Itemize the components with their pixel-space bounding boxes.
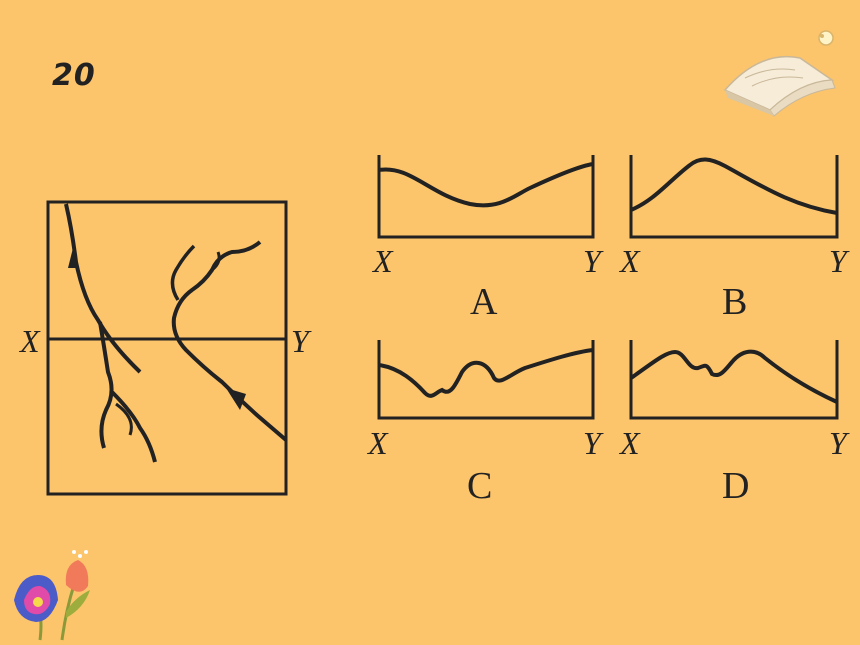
slide-number: 20 (52, 58, 96, 93)
profile-curve (378, 348, 594, 398)
profile-c: X Y C (366, 340, 604, 507)
profile-b-label-y: Y (829, 243, 850, 279)
map-label-x: X (18, 323, 41, 359)
profile-c-label-y: Y (583, 425, 604, 461)
profile-curve (630, 157, 838, 215)
profile-d-label-x: X (618, 425, 641, 461)
profile-curve (378, 162, 594, 208)
river-left (64, 203, 142, 374)
map-label-y: Y (291, 323, 312, 359)
flow-arrow (68, 248, 78, 268)
profile-b: X Y B (618, 155, 850, 323)
river-map: X Y (18, 200, 312, 496)
profile-a-label-y: Y (583, 243, 604, 279)
star-icon (818, 30, 834, 46)
profile-b-label-x: X (618, 243, 641, 279)
profile-a-caption: A (470, 281, 498, 323)
river-right (171, 240, 288, 442)
profile-b-caption: B (722, 281, 747, 323)
profile-curve (629, 349, 838, 404)
profile-c-label-x: X (366, 425, 389, 461)
profile-c-caption: C (467, 465, 492, 507)
open-book-icon (723, 55, 836, 117)
flow-arrow (226, 388, 246, 410)
profile-d: X Y D (618, 340, 850, 507)
profile-a-label-x: X (371, 243, 394, 279)
flower-icon (14, 550, 90, 641)
profile-a: X Y A (371, 155, 604, 323)
profile-d-label-y: Y (829, 425, 850, 461)
profile-d-caption: D (722, 465, 749, 507)
